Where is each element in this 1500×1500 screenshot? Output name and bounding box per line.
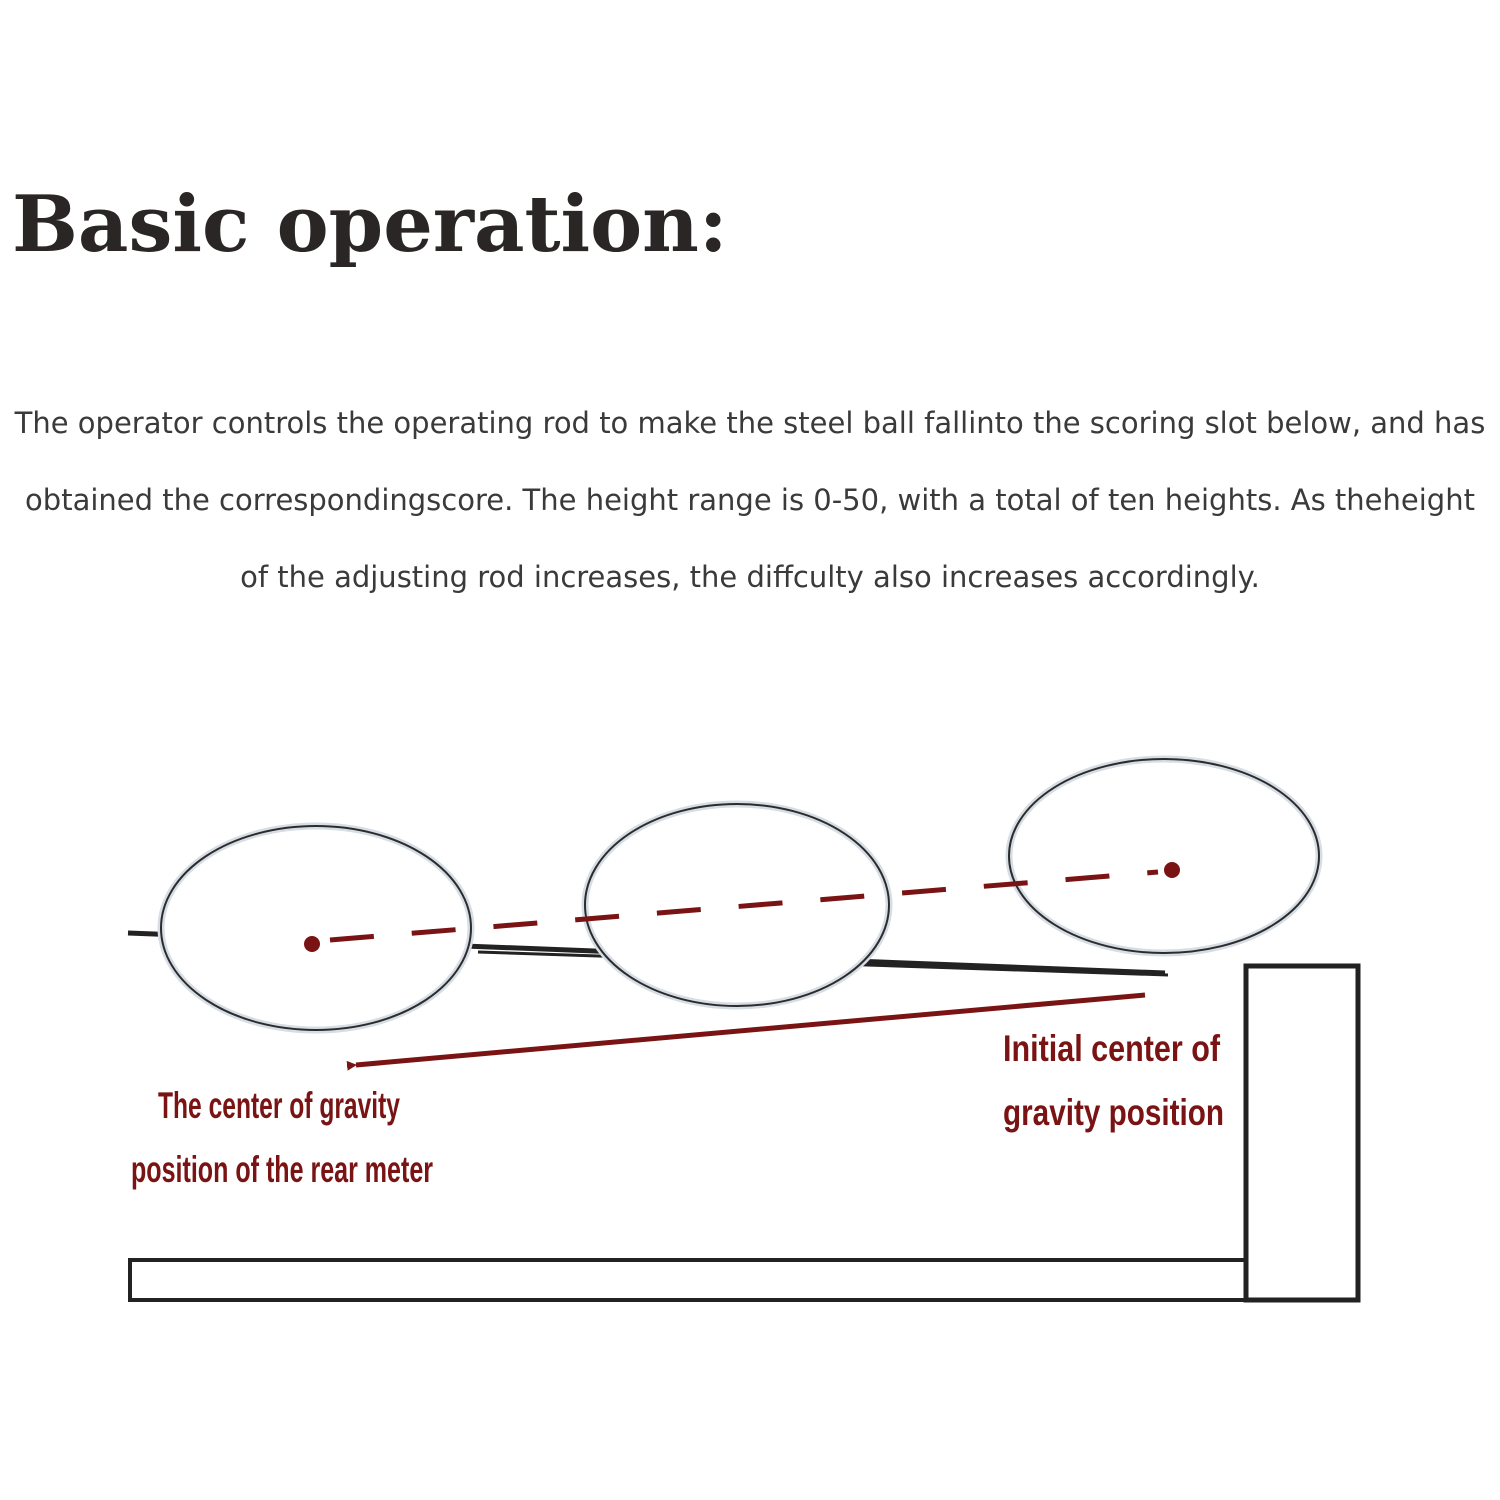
rear-gravity-label-line-1: The center of gravity (158, 1085, 400, 1126)
rear-gravity-label-line-2: position of the rear meter (131, 1149, 433, 1190)
description-line-3: of the adjusting rod increases, the diff… (240, 560, 1260, 594)
page-title: Basic operation: (12, 179, 728, 270)
movement-arrow (346, 992, 1146, 1071)
description-line-1: The operator controls the operating rod … (14, 406, 1486, 440)
steel-ball-middle (581, 800, 893, 1010)
initial-gravity-label-line-1: Initial center of (1003, 1028, 1221, 1069)
description: The operator controls the operating rod … (0, 396, 1500, 627)
description-line-2: obtained the correspondingscore. The hei… (25, 483, 1475, 517)
steel-ball-initial (1005, 755, 1323, 957)
initial-gravity-center-dot (1164, 862, 1180, 878)
start-post (1243, 963, 1361, 1303)
steel-ball-rear (157, 822, 475, 1034)
initial-gravity-label-line-2: gravity position (1003, 1092, 1224, 1133)
gravity-center-path (329, 869, 1159, 943)
base-platform (128, 1258, 1250, 1302)
rear-gravity-center-dot (304, 936, 320, 952)
